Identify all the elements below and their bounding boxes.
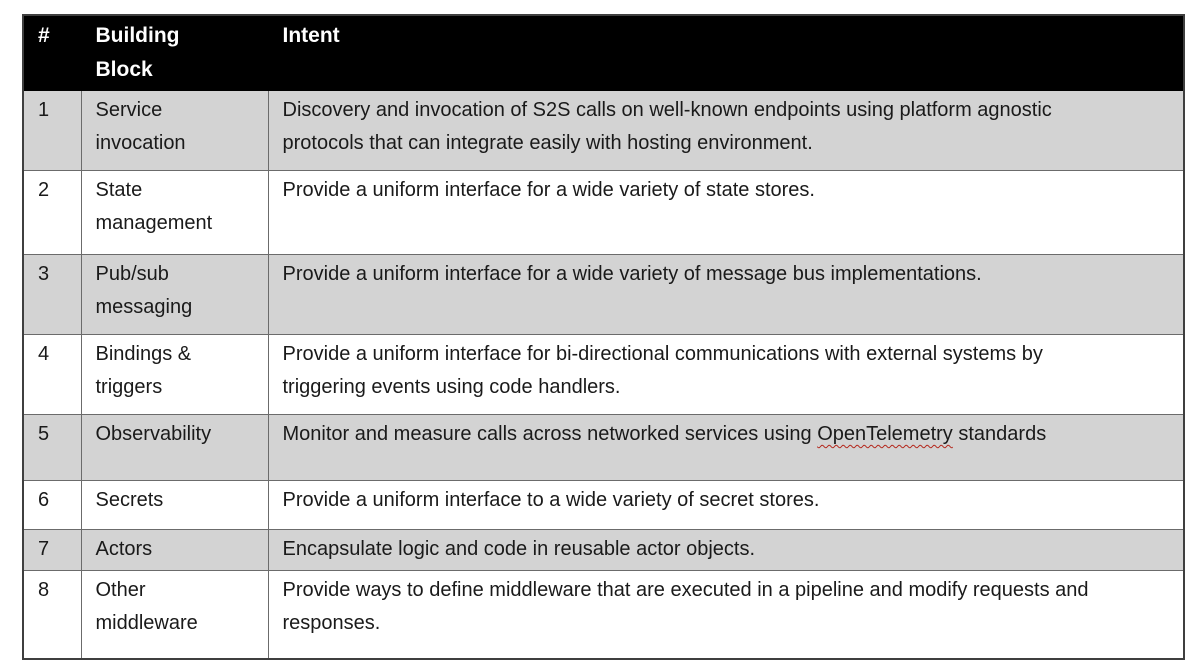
cell-building-block: Secrets: [80, 480, 269, 530]
cell-number: 4: [22, 334, 82, 415]
intent-text-after: standards: [952, 423, 1047, 445]
cell-intent: Provide a uniform interface for a wide v…: [267, 254, 1185, 335]
table-row: 7 Actors Encapsulate logic and code in r…: [22, 529, 1185, 571]
cell-number: 8: [22, 570, 82, 659]
cell-number: 6: [22, 480, 82, 530]
cell-intent: Provide ways to define middleware that a…: [267, 570, 1185, 659]
cell-building-block: Service invocation: [80, 90, 269, 171]
intent-text-before: Monitor and measure calls across network…: [282, 423, 818, 445]
cell-building-block: Observability: [80, 414, 269, 481]
table-row: 3 Pub/sub messaging Provide a uniform in…: [22, 254, 1185, 335]
header-intent: Intent: [267, 14, 1185, 91]
cell-building-block: State management: [80, 170, 269, 255]
cell-intent: Discovery and invocation of S2S calls on…: [267, 90, 1185, 171]
table-row: 2 State management Provide a uniform int…: [22, 170, 1185, 255]
table-row: 6 Secrets Provide a uniform interface to…: [22, 480, 1185, 530]
cell-building-block: Bindings & triggers: [80, 334, 269, 415]
cell-number: 1: [22, 90, 82, 171]
building-blocks-table: # Building Block Intent 1 Service invoca…: [22, 14, 1185, 660]
cell-intent: Monitor and measure calls across network…: [267, 414, 1185, 481]
header-building-block: Building Block: [80, 14, 269, 91]
cell-intent: Provide a uniform interface for bi-direc…: [267, 334, 1185, 415]
cell-building-block: Actors: [80, 529, 269, 571]
cell-intent: Provide a uniform interface to a wide va…: [267, 480, 1185, 530]
table-row: 8 Other middleware Provide ways to defin…: [22, 570, 1185, 659]
table-row: 5 Observability Monitor and measure call…: [22, 414, 1185, 481]
misspelled-word: OpenTelemetry: [817, 423, 953, 445]
cell-building-block: Pub/sub messaging: [80, 254, 269, 335]
header-number: #: [22, 14, 82, 91]
cell-number: 3: [22, 254, 82, 335]
table-row: 1 Service invocation Discovery and invoc…: [22, 90, 1185, 171]
table-header-row: # Building Block Intent: [22, 14, 1185, 91]
cell-number: 5: [22, 414, 82, 481]
cell-intent: Provide a uniform interface for a wide v…: [267, 170, 1185, 255]
cell-building-block: Other middleware: [80, 570, 269, 659]
table-row: 4 Bindings & triggers Provide a uniform …: [22, 334, 1185, 415]
cell-number: 2: [22, 170, 82, 255]
cell-intent: Encapsulate logic and code in reusable a…: [267, 529, 1185, 571]
cell-number: 7: [22, 529, 82, 571]
